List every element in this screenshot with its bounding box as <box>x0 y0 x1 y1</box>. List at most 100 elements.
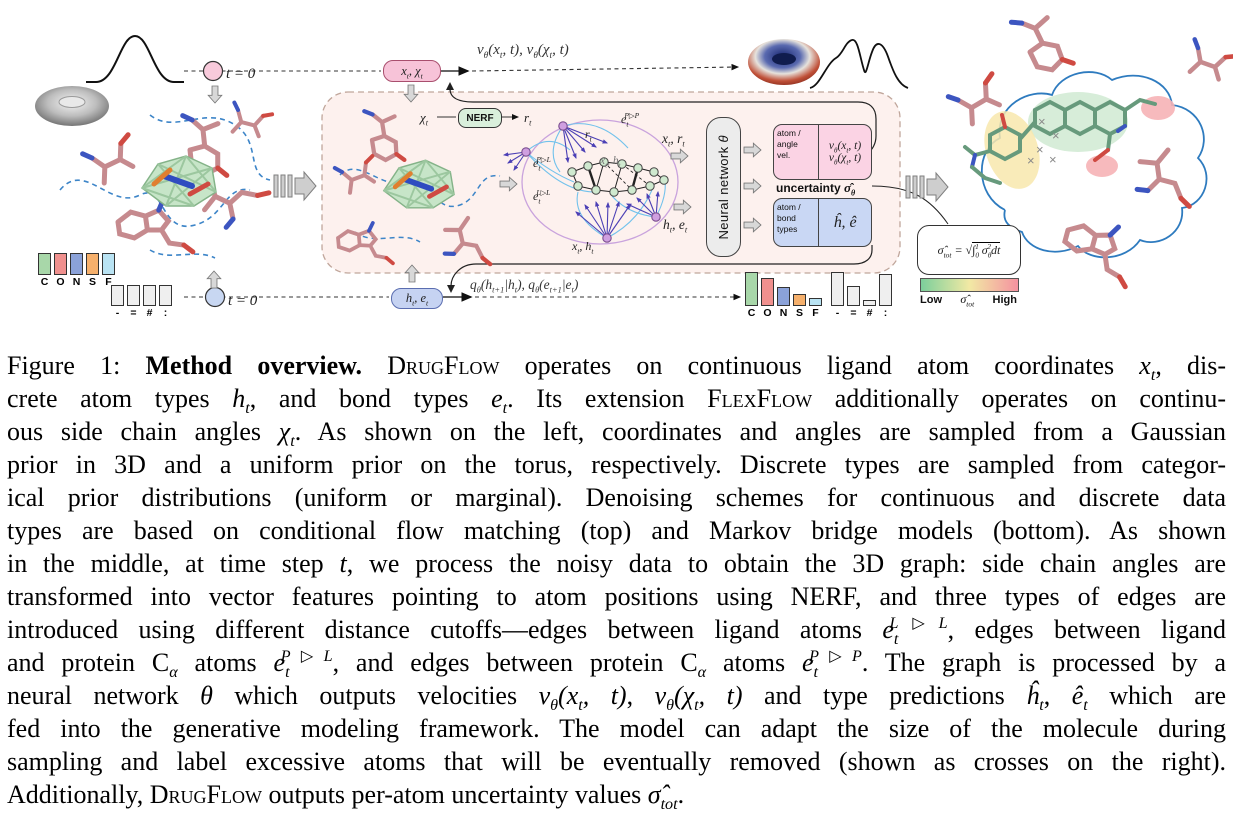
caption-run: transformed into vector features pointin… <box>7 582 1226 611</box>
caption-run: atoms <box>706 648 802 677</box>
ligand-prior-mesh <box>142 156 216 206</box>
bond-type-predicted-histogram: -=#: <box>831 270 892 319</box>
r-t-label: rt <box>524 110 532 128</box>
nerf-module: NERF <box>458 108 502 128</box>
caption-run: and type predictions <box>742 681 1027 710</box>
hist-label: C <box>40 276 49 288</box>
diagram-artwork <box>35 0 1233 308</box>
types-output-label-line: types <box>777 224 798 235</box>
hist-label: S <box>795 307 803 319</box>
hist-bar <box>102 253 115 275</box>
hist-bar <box>143 285 156 306</box>
caption-run: , we process the noisy data to obtain th… <box>346 549 1226 578</box>
protein-residue <box>81 135 134 185</box>
hist-bar <box>777 287 790 306</box>
velocity-output-values: vθ(xt, t) vθ(χt, t) <box>819 125 871 179</box>
caption-run: . <box>677 780 685 809</box>
hist-label: : <box>163 307 168 319</box>
hist-label: : <box>883 307 888 319</box>
caption-run: Figure 1: <box>7 351 146 380</box>
node-features-label-top: xt, ht <box>600 155 621 170</box>
caption-run: DrugFlow <box>149 780 262 809</box>
caption-run: , <box>626 681 655 710</box>
backbone-dashed-line <box>149 114 271 181</box>
caption-run: vθ(xt, t) <box>538 681 627 715</box>
caption-run: , edges between ligand <box>947 615 1227 644</box>
generated-ligand <box>963 97 1157 185</box>
caption-run: êt <box>1071 681 1088 715</box>
caption-run: Method overview. <box>145 351 388 380</box>
uncertainty-colorbar-labels: Low σ̂tot High <box>920 292 1017 309</box>
hist-label: = <box>130 307 137 319</box>
caption-line: Additionally, DrugFlow outputs per-atom … <box>7 778 1226 813</box>
caption-run: types are based on conditional flow matc… <box>7 516 1226 545</box>
hist-bar <box>863 300 876 306</box>
high-uncertainty-blob <box>1086 155 1118 177</box>
types-output-label: atom / bond types <box>774 199 819 246</box>
caption-run: prior in 3D and a uniform prior on the t… <box>7 450 1226 479</box>
caption-run: which are <box>1087 681 1227 710</box>
uncertainty-colorbar <box>920 278 1019 292</box>
caption-line: sampling and label excessive atoms that … <box>7 745 1226 778</box>
caption-run: , <box>1043 681 1072 710</box>
caption-run: ous side chain angles <box>7 417 279 446</box>
caption-run: etP▷L <box>273 648 333 682</box>
hist-bar <box>86 253 99 275</box>
hist-label: N <box>779 307 788 319</box>
caption-line: fed into the generative modeling framewo… <box>7 712 1226 745</box>
caption-run: ical prior distributions (uniform or mar… <box>7 483 1226 512</box>
caption-line: introduced using different distance cuto… <box>7 613 1227 648</box>
velocity-output-label-line: atom / <box>777 128 801 138</box>
colorbar-symbol: σ̂tot <box>960 292 975 309</box>
figure-caption: Figure 1: Method overview. DrugFlow oper… <box>0 349 1233 813</box>
velocity-output-label: atom / angle vel. <box>774 125 819 179</box>
caption-run: . Its extension <box>507 384 708 413</box>
caption-line: in the middle, at time step t, we proces… <box>7 547 1226 580</box>
velocity-chi-value: vθ(χt, t) <box>828 152 862 167</box>
hist-bar <box>38 253 51 275</box>
hist-label: N <box>72 276 81 288</box>
caption-run: θ <box>200 681 213 710</box>
hist-bar <box>70 253 83 275</box>
edge-pl-label: etP▷L <box>533 155 551 173</box>
nerf-label: NERF <box>466 112 494 124</box>
caption-run: , and edges between protein C <box>332 648 698 677</box>
types-output-label-line: atom / <box>777 202 801 212</box>
state-capsule-types: ht, et <box>391 288 443 309</box>
velocity-x-value: vθ(xt, t) <box>828 140 862 155</box>
caption-run: fed into the generative modeling framewo… <box>7 714 1226 743</box>
state-capsule-types-text: ht, et <box>405 291 429 308</box>
excess-atom-cross: × <box>1027 153 1035 168</box>
caption-run: atoms <box>177 648 274 677</box>
torus-output-density <box>748 39 820 85</box>
caption-run: xt <box>1139 351 1156 385</box>
types-output-values: ĥ, ê <box>819 199 871 246</box>
hist-bar <box>127 285 140 306</box>
caption-run: . The graph is processed by a <box>861 648 1227 677</box>
neural-network-label: Neural network θ <box>716 134 731 240</box>
hist-bar <box>847 286 860 306</box>
neural-network-box: Neural network θ <box>706 117 741 257</box>
result-scene <box>946 11 1233 286</box>
caption-line: neural network θ which outputs velocitie… <box>7 679 1227 715</box>
hist-bar <box>809 298 822 306</box>
total-uncertainty-formula: σ̂tot = √∫01 σθ2dt <box>937 242 1001 260</box>
method-overview-diagram: t = 0 t = 0 xt, χt ht, et vθ(xt, t), vθ(… <box>0 0 1233 345</box>
caption-run: and protein C <box>7 648 170 677</box>
protein-residue <box>220 93 273 146</box>
excess-atom-cross: × <box>1036 142 1044 157</box>
hist-label: C <box>747 307 756 319</box>
types-value: ĥ, ê <box>833 213 857 231</box>
state-capsule-coordinates-text: xt, χt <box>401 63 423 80</box>
uncertainty-symbol: σ̂θ <box>844 180 856 198</box>
hist-bar <box>159 285 172 306</box>
transition-arrow-left <box>273 171 317 201</box>
caption-run: neural network <box>7 681 201 710</box>
chi-t-label: χt <box>420 110 428 128</box>
torus-uniform-prior <box>35 86 109 126</box>
caption-run: in the middle, at time step <box>7 549 340 578</box>
hist-label: = <box>850 307 857 319</box>
graph-3d <box>502 119 679 245</box>
types-output-box: atom / bond types ĥ, ê <box>773 198 872 247</box>
